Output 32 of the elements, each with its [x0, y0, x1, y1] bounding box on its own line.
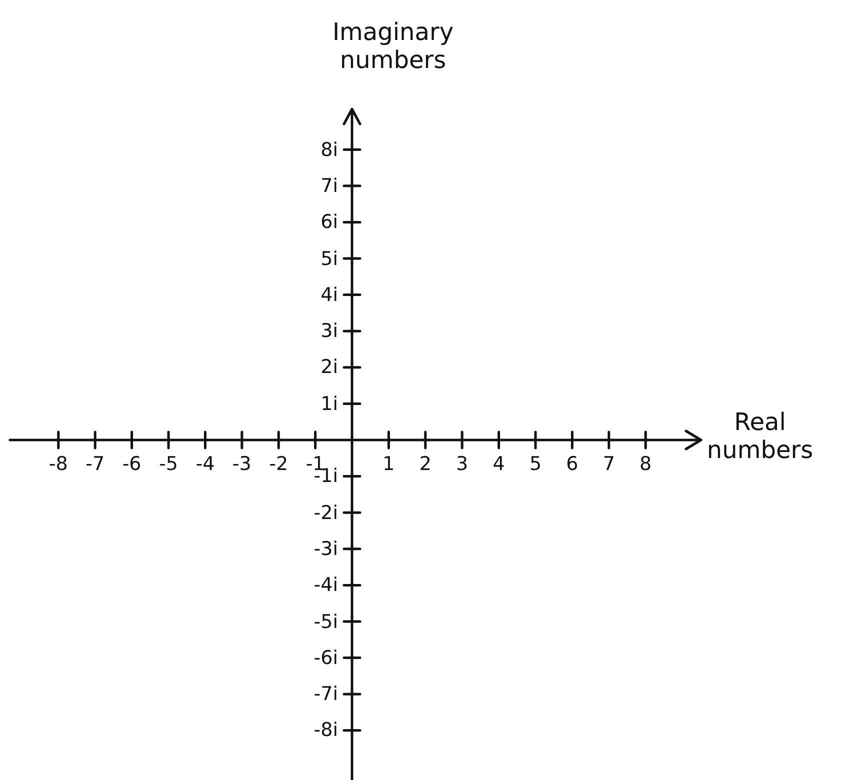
tick-label: 8 — [640, 453, 652, 475]
tick-label: 4 — [492, 453, 505, 475]
tick-label: -3i — [314, 538, 338, 560]
tick-label: -2i — [314, 502, 338, 524]
tick-label: 6i — [320, 211, 338, 234]
tick-label: 4i — [320, 284, 338, 306]
tick-label: -7i — [314, 683, 338, 706]
tick-label: 7i — [320, 174, 338, 197]
tick-label: -5i — [314, 610, 338, 632]
axis-title: Real numbers — [706, 408, 814, 464]
tick-label: -4i — [314, 574, 338, 596]
tick-label: 3i — [320, 320, 338, 342]
tick-label: 3 — [456, 453, 468, 475]
tick-label: -5 — [159, 453, 178, 475]
tick-label: -6i — [314, 646, 338, 669]
tick-label: 1i — [320, 392, 338, 415]
tick-label: 2i — [320, 356, 338, 378]
tick-label: -6 — [122, 453, 142, 475]
tick-label: -7 — [86, 453, 105, 475]
tick-label: 5i — [320, 248, 338, 270]
tick-label: 6 — [566, 453, 578, 475]
axis-title: Imaginary numbers — [331, 18, 455, 74]
tick-label: -3 — [232, 453, 252, 475]
tick-label: -2 — [269, 453, 288, 475]
tick-label: 2 — [419, 453, 432, 475]
tick-label: 8i — [320, 138, 338, 161]
tick-label: -8i — [314, 719, 338, 742]
tick-label: 7 — [602, 453, 615, 475]
tick-label: 5 — [529, 453, 542, 475]
tick-label: -4 — [196, 453, 215, 475]
tick-label: -8 — [48, 453, 68, 475]
tick-label: 1 — [382, 453, 395, 475]
